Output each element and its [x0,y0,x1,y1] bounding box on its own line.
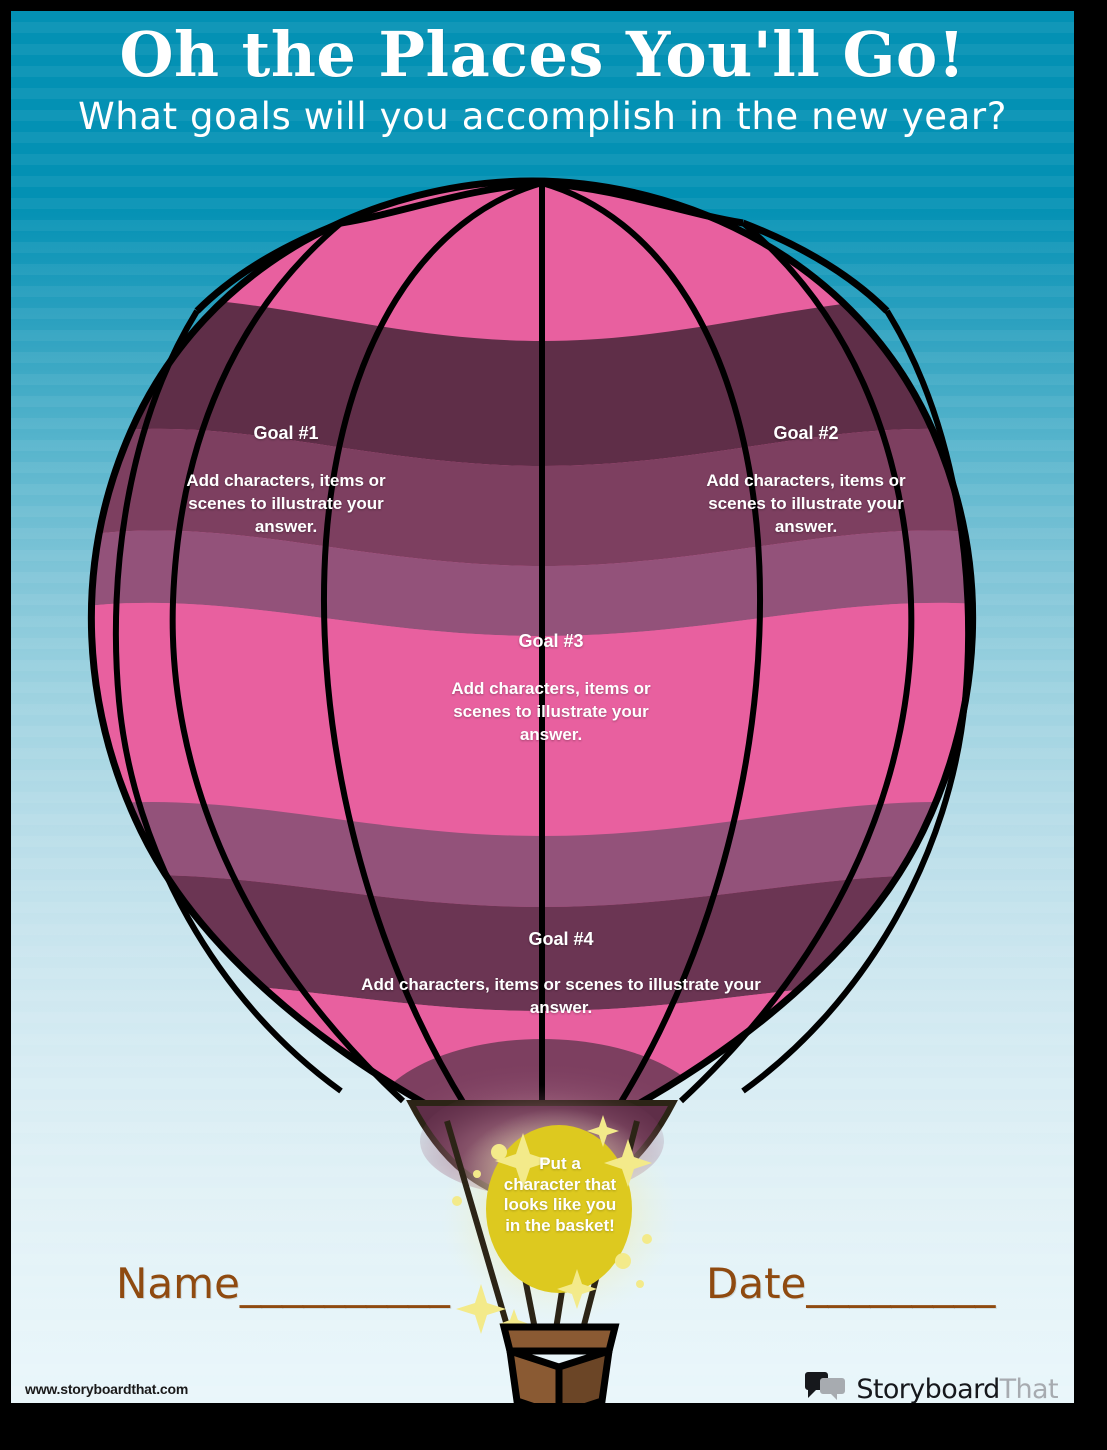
goal-block-1[interactable]: Goal #1 Add characters, items or scenes … [171,423,401,538]
storyboardthat-logo[interactable]: StoryboardThat [803,1372,1059,1403]
name-field[interactable]: Name__________ [116,1259,450,1308]
goal-3-body: Add characters, items or scenes to illus… [451,678,651,744]
goal-1-body: Add characters, items or scenes to illus… [186,470,386,536]
sparkle-group [452,1115,652,1339]
goal-block-4[interactable]: Goal #4 Add characters, items or scenes … [351,929,771,1019]
speech-bubble-icon [803,1372,847,1403]
goal-2-body: Add characters, items or scenes to illus… [706,470,906,536]
balloon-gore-seams [112,180,972,1111]
goal-block-2[interactable]: Goal #2 Add characters, items or scenes … [691,423,921,538]
balloon-top-lobes [194,179,890,314]
goal-3-heading: Goal #3 [518,631,584,651]
goal-1-heading: Goal #1 [253,423,319,443]
logo-text-primary: Storyboard [856,1374,1000,1403]
logo-text-secondary: That [999,1374,1059,1403]
poster-header: Oh the Places You'll Go! What goals will… [11,11,1074,138]
balloon-basket [499,1323,620,1403]
hot-air-balloon-illustration [11,11,1074,1403]
site-url[interactable]: www.storyboardthat.com [25,1381,189,1397]
goal-4-body: Add characters, items or scenes to illus… [361,974,761,1017]
date-field[interactable]: Date_________ [706,1259,996,1308]
goal-block-3[interactable]: Goal #3 Add characters, items or scenes … [431,631,671,746]
sky-background: Oh the Places You'll Go! What goals will… [11,11,1074,1403]
page-subtitle: What goals will you accomplish in the ne… [78,95,1007,138]
page-title: Oh the Places You'll Go! [119,18,966,91]
goal-4-heading: Goal #4 [528,929,594,949]
goal-2-heading: Goal #2 [773,423,839,443]
burner-bubble-text[interactable]: Put a character that looks like you in t… [503,1154,617,1236]
